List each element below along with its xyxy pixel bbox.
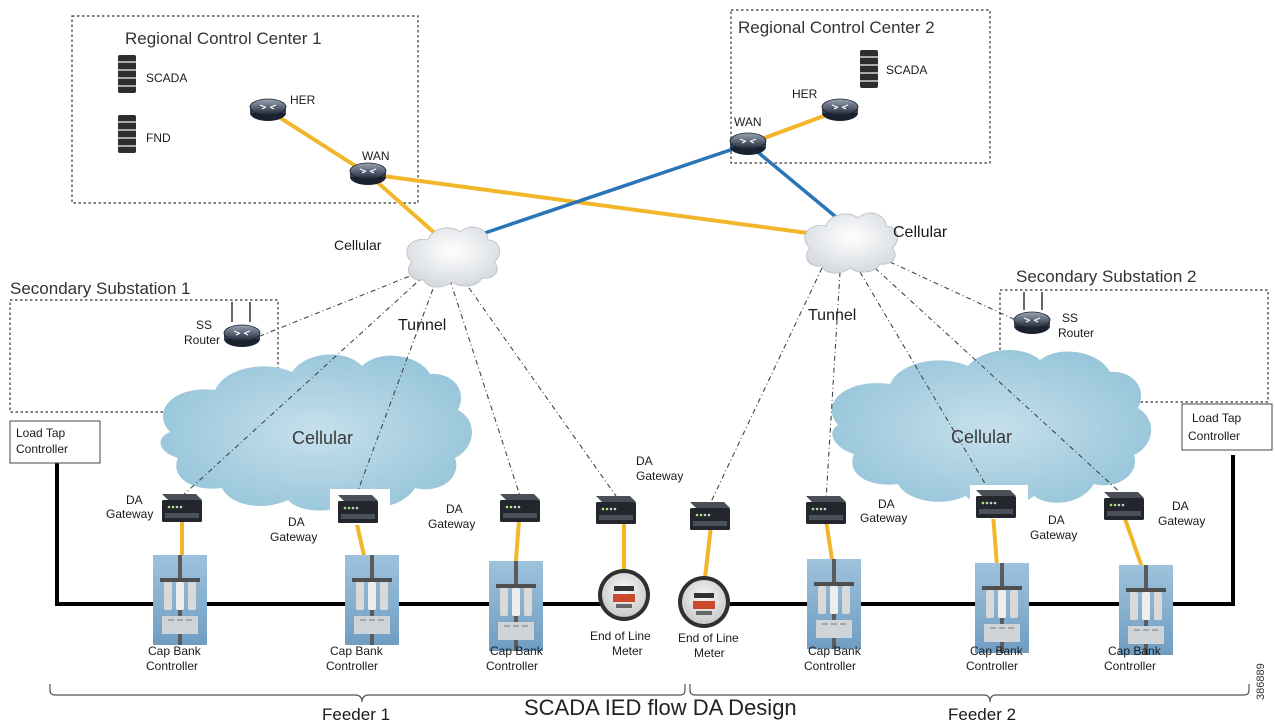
cbc-5-label-a: Cap Bank <box>970 644 1024 658</box>
da-gateway-4-label-b: Gateway <box>636 469 683 483</box>
cap-bank-controller-icon-6 <box>1118 564 1174 656</box>
ss-router-2 <box>1013 292 1051 335</box>
cellular-cloud-right <box>831 349 1152 507</box>
end-of-line-meter-icon-2 <box>678 576 730 628</box>
eol-1-label-b: Meter <box>612 644 643 658</box>
da-gateway-icon-6 <box>806 496 846 524</box>
ss-router-2-label-a: SS <box>1062 311 1078 325</box>
da-gateway-4-label-a: DA <box>636 454 653 468</box>
rcc1-label: Regional Control Center 1 <box>125 29 322 48</box>
cap-bank-controller-icon-1 <box>152 554 208 646</box>
ss-router-1 <box>223 302 261 348</box>
cap-bank-controller-icon-2 <box>344 554 400 646</box>
eol-2-label-a: End of Line <box>678 631 739 645</box>
ss-router-1-label-a: SS <box>196 318 212 332</box>
cbc-6-label-b: Controller <box>1104 659 1156 673</box>
cellular-cloud-right-label: Cellular <box>951 427 1012 447</box>
diagram-caption: SCADA IED flow DA Design <box>524 695 797 720</box>
cap-bank-controller-icon-4 <box>806 558 862 650</box>
tunnel-links <box>179 261 1125 505</box>
da-gateway-6-label-b: Gateway <box>860 511 907 525</box>
her-label-1: HER <box>290 93 316 107</box>
her-label-2: HER <box>792 87 818 101</box>
da-gateway-7-label-a: DA <box>1048 513 1065 527</box>
fnd-server-icon <box>118 115 136 153</box>
tunnel-label-left: Tunnel <box>398 317 446 334</box>
wan-label-2: WAN <box>734 115 762 129</box>
ss-router-2-label-b: Router <box>1058 326 1094 340</box>
figure-id: 386889 <box>1255 663 1267 700</box>
da-gateway-icon-1 <box>162 494 202 522</box>
da-gateway-3-label-b: Gateway <box>428 517 475 531</box>
feeder1-brace <box>49 684 686 703</box>
da-gateway-icon-2 <box>338 495 378 523</box>
da-gateway-3-label-a: DA <box>446 502 463 516</box>
feeder1-bus-line <box>55 461 630 606</box>
cbc-1-label-a: Cap Bank <box>148 644 202 658</box>
wan-router-icon-1 <box>349 162 387 186</box>
load-tap-controller-1 <box>9 420 101 464</box>
feeder2-brace <box>689 684 1250 703</box>
rcc1-box <box>71 15 419 204</box>
cap-bank-controller-icon-5 <box>974 562 1030 654</box>
cbc-2-label-b: Controller <box>326 659 378 673</box>
ltc-1-label-a: Load Tap <box>16 426 65 440</box>
cellular-cloud-top-left <box>406 226 501 288</box>
ss2-label: Secondary Substation 2 <box>1016 267 1197 286</box>
da-gateway-6-label-a: DA <box>878 497 895 511</box>
da-gateway-icon-8 <box>1104 492 1144 520</box>
da-gateway-icon-4 <box>596 496 636 524</box>
ss1-label: Secondary Substation 1 <box>10 279 191 298</box>
ltc-2-label-b: Controller <box>1188 429 1240 443</box>
cellular-top-left-label: Cellular <box>334 237 382 253</box>
scada-server-icon-2 <box>860 50 878 88</box>
her-router-icon-2 <box>821 98 859 122</box>
rcc2-label: Regional Control Center 2 <box>738 18 935 37</box>
da-gateway-icon-5 <box>690 502 730 530</box>
da-gateway-2-label-b: Gateway <box>270 530 317 544</box>
cellular-cloud-top-right <box>804 212 899 274</box>
ltc-2-label-a: Load Tap <box>1192 411 1241 425</box>
da-gateway-8-label-b: Gateway <box>1158 514 1205 528</box>
feeder2-label: Feeder 2 <box>948 705 1016 724</box>
wan-label-1: WAN <box>362 149 390 163</box>
da-gateway-8-label-a: DA <box>1172 499 1189 513</box>
scada-label-2: SCADA <box>886 63 927 77</box>
feeder1-label: Feeder 1 <box>322 705 390 724</box>
cbc-6-label-a: Cap Bank <box>1108 644 1162 658</box>
fnd-label: FND <box>146 131 171 145</box>
cap-bank-controller-icon-3 <box>488 560 544 652</box>
eol-2-label-b: Meter <box>694 646 725 660</box>
da-gateway-icon-7 <box>976 490 1016 518</box>
feeder2-bus-line <box>700 455 1235 606</box>
cbc-4-label-b: Controller <box>804 659 856 673</box>
ltc-1-label-b: Controller <box>16 442 68 456</box>
da-gateway-1-label-a: DA <box>126 493 143 507</box>
da-gateway-icon-3 <box>500 494 540 522</box>
cellular-top-right-label: Cellular <box>893 224 948 241</box>
her-router-icon-1 <box>249 98 287 122</box>
ss-router-1-label-b: Router <box>184 333 220 347</box>
cellular-cloud-left-label: Cellular <box>292 428 353 448</box>
da-gateway-7-label-b: Gateway <box>1030 528 1077 542</box>
cbc-2-label-a: Cap Bank <box>330 644 384 658</box>
da-gateway-1-label-b: Gateway <box>106 507 153 521</box>
cbc-1-label-b: Controller <box>146 659 198 673</box>
scada-label-1: SCADA <box>146 71 187 85</box>
cbc-3-label-a: Cap Bank <box>490 644 544 658</box>
eol-1-label-a: End of Line <box>590 629 651 643</box>
wan-router-icon-2 <box>729 132 767 156</box>
rcc2-box <box>730 9 991 164</box>
cbc-3-label-b: Controller <box>486 659 538 673</box>
scada-server-icon-1 <box>118 55 136 93</box>
cbc-5-label-b: Controller <box>966 659 1018 673</box>
da-gateway-2-label-a: DA <box>288 515 305 529</box>
load-tap-controller-2 <box>1181 403 1273 451</box>
cbc-4-label-a: Cap Bank <box>808 644 862 658</box>
tunnel-label-right: Tunnel <box>808 307 856 324</box>
end-of-line-meter-icon-1 <box>598 569 650 621</box>
